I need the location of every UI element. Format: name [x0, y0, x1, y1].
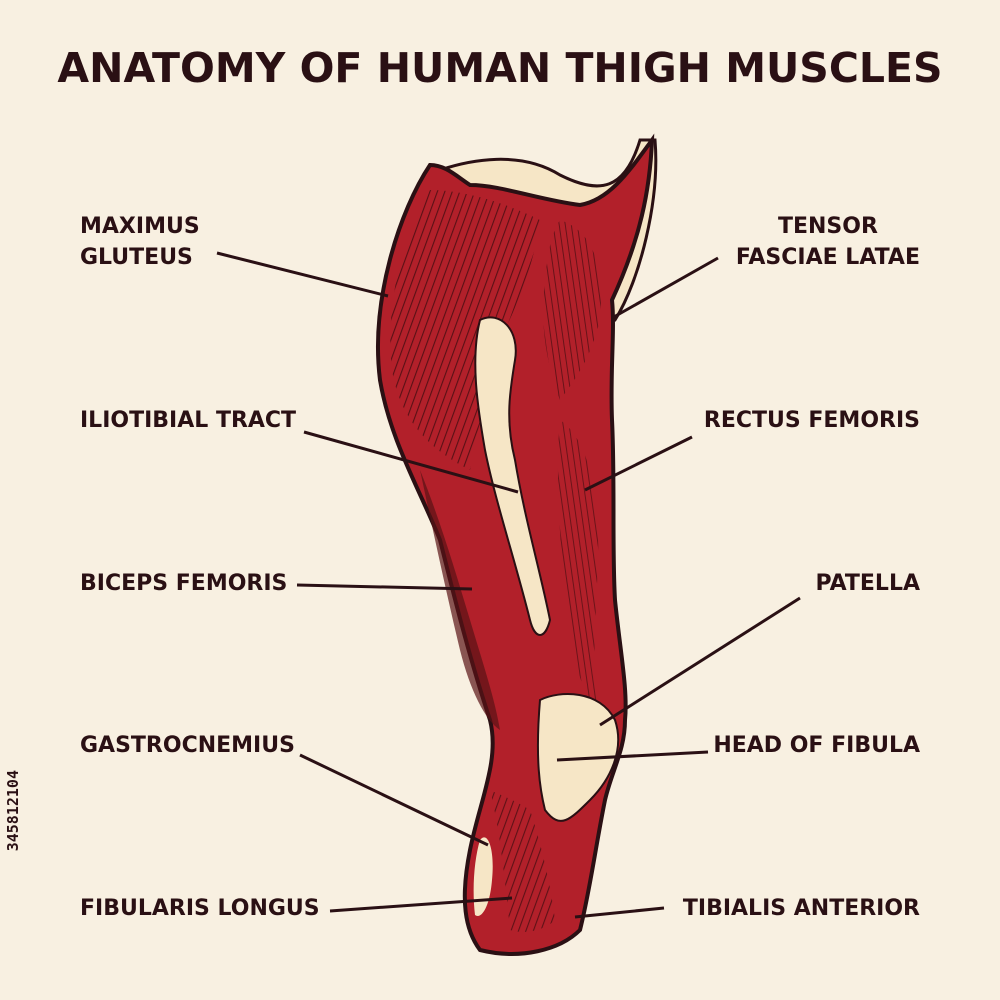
- rectus-hatch: [557, 420, 600, 710]
- label-tibialis-anterior: TIBIALIS ANTERIOR: [682, 896, 920, 921]
- label-head-of-fibula: HEAD OF FIBULA: [713, 733, 920, 758]
- pointer-gastrocnemius: [299, 753, 489, 847]
- diagram-title: ANATOMY OF HUMAN THIGH MUSCLES: [57, 44, 943, 92]
- label-fibularis-longus: FIBULARIS LONGUS: [80, 896, 320, 921]
- pointer-tibialis-anterior: [574, 906, 665, 919]
- iliotibial-band: [474, 316, 552, 636]
- pointer-fibularis-longus: [329, 896, 513, 913]
- gluteus-hatch: [390, 190, 540, 470]
- biceps-shading: [420, 470, 500, 730]
- tensor-hatch: [543, 220, 601, 400]
- stock-id-watermark: 345812104: [4, 770, 22, 852]
- label-tensor-line2: FASCIAE LATAE: [735, 245, 920, 270]
- pointer-rectus-femoris: [584, 435, 693, 492]
- label-rectus-femoris: RECTUS FEMORIS: [703, 408, 920, 433]
- label-gastrocnemius: GASTROCNEMIUS: [80, 733, 295, 758]
- shin-cream: [473, 837, 493, 916]
- pointer-tensor-fasciae-latae: [611, 256, 719, 320]
- pointer-maximus-gluteus: [216, 251, 389, 298]
- label-maximus-gluteus-line2: GLUTEUS: [80, 245, 193, 270]
- label-biceps-femoris: BICEPS FEMORIS: [80, 571, 288, 596]
- label-tensor-fasciae-latae: TENSOR FASCIAE LATAE: [736, 211, 920, 273]
- pointer-biceps-femoris: [296, 583, 473, 591]
- label-tensor-line1: TENSOR: [777, 214, 878, 239]
- pointer-patella: [599, 596, 801, 727]
- pointer-head-of-fibula: [556, 750, 709, 762]
- label-maximus-gluteus-line1: MAXIMUS: [80, 214, 200, 239]
- pointer-iliotibial-tract: [303, 430, 519, 494]
- label-maximus-gluteus: MAXIMUS GLUTEUS: [80, 211, 200, 273]
- label-patella: PATELLA: [815, 571, 920, 596]
- label-iliotibial-tract: ILIOTIBIAL TRACT: [80, 408, 297, 433]
- calf-hatch: [490, 790, 555, 932]
